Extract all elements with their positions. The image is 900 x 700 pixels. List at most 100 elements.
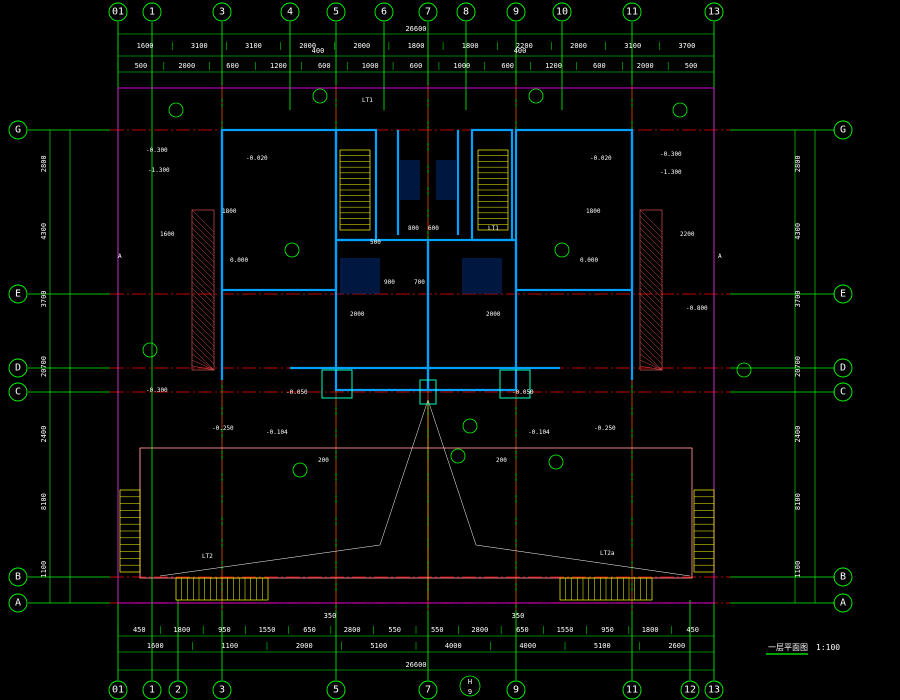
- dim-2200-right: 2200: [680, 231, 695, 238]
- dim-value: 2000: [299, 42, 316, 50]
- axis-label: D: [840, 363, 846, 374]
- axis-label: D: [15, 363, 21, 374]
- title-block: 一层平面图 1:100: [766, 643, 840, 655]
- dim-value: 2000: [637, 62, 654, 70]
- level-m0800-right: -0.800: [686, 305, 708, 312]
- label-lt1-right: LT1: [488, 225, 499, 232]
- dim-value: 4300: [794, 223, 802, 240]
- dim-value: 650: [303, 626, 316, 634]
- axis-bubble-top-11: 13: [704, 2, 724, 22]
- dim-value: 650: [516, 626, 529, 634]
- axis-label: C: [840, 387, 846, 398]
- axis-label: 1: [149, 685, 155, 696]
- axis-bubble-top-7: 8: [456, 2, 476, 22]
- dim-value: 5100: [370, 642, 387, 650]
- detail-callouts: [142, 88, 752, 478]
- axis-bubble-top-8: 9: [506, 2, 526, 22]
- axis-label: 9: [513, 685, 519, 696]
- axis-bubble-top-4: 5: [326, 2, 346, 22]
- axis-label: 12: [684, 685, 696, 696]
- dim-value: 3100: [245, 42, 262, 50]
- axis-label: G: [15, 125, 21, 136]
- dim-value: 2000: [353, 42, 370, 50]
- dim-value: 3700: [794, 290, 802, 307]
- axis-bubble-top-9: 10: [552, 2, 572, 22]
- axis-label: 13: [708, 7, 720, 18]
- drawing-title: 一层平面图: [768, 643, 808, 652]
- dim-value: 600: [410, 62, 423, 70]
- axis-label: A: [840, 598, 846, 609]
- dim-200-right: 200: [496, 457, 507, 464]
- dim-value: 4300: [40, 223, 48, 240]
- dim-value: 2800: [471, 626, 488, 634]
- dim-value: 3100: [191, 42, 208, 50]
- axis-label: 5: [333, 685, 339, 696]
- dim-400-right: 400: [514, 47, 527, 55]
- dim-value: 8100: [40, 493, 48, 510]
- dim-value: 1600: [147, 642, 164, 650]
- level-0000-left: 0.000: [230, 257, 248, 264]
- axis-bubble-bottom-5: 7: [418, 680, 438, 700]
- dim-value: 1550: [557, 626, 574, 634]
- dim-value: 2000: [296, 642, 313, 650]
- axis-bubble-left-1: E: [8, 284, 28, 304]
- dim-1800-left: 1800: [222, 208, 237, 215]
- dim-value: 1200: [270, 62, 287, 70]
- hatch-pattern: [191, 209, 663, 371]
- level-m0250-right: -0.250: [594, 425, 616, 432]
- label-lt2: LT2: [202, 553, 213, 560]
- total-width-top: 26600: [405, 25, 426, 33]
- axis-bubble-top-6: 7: [418, 2, 438, 22]
- axis-label: 7: [425, 685, 431, 696]
- dim-value: 1800: [408, 42, 425, 50]
- dim-value: 550: [388, 626, 401, 634]
- axis-bubble-bottom-7: 11: [622, 680, 642, 700]
- dim-value: 1100: [221, 642, 238, 650]
- dim-value: 950: [218, 626, 231, 634]
- axis-label: 4: [287, 7, 293, 18]
- axis-label: 3: [219, 685, 225, 696]
- room-fills: [340, 160, 502, 294]
- hatched-walls: [191, 209, 663, 371]
- dim-350-right: 350: [512, 612, 525, 620]
- dim-value: 600: [593, 62, 606, 70]
- dim-value: 600: [501, 62, 514, 70]
- dim-500: 500: [370, 239, 381, 246]
- dim-value: 500: [685, 62, 698, 70]
- axis-bubble-right-1: E: [833, 284, 853, 304]
- axis-a-left: A: [118, 253, 122, 260]
- axis-label: 9: [513, 7, 519, 18]
- dim-value: 20700: [794, 356, 802, 377]
- label-lt1-left: LT1: [362, 97, 373, 104]
- axis-bubble-left-4: B: [8, 567, 28, 587]
- dim-value: 1800: [462, 42, 479, 50]
- axis-bubble-bottom-9: 13: [704, 680, 724, 700]
- dim-1600-left: 1600: [160, 231, 175, 238]
- axis-label: 6: [381, 7, 387, 18]
- level-m0104-right: -0.104: [528, 429, 550, 436]
- axis-bubble-top-1: 1: [142, 2, 162, 22]
- diagonal-lines: [159, 399, 691, 600]
- dim-value: 450: [133, 626, 146, 634]
- axis-bubble-right-0: G: [833, 120, 853, 140]
- axis-label: 10: [556, 7, 568, 18]
- dim-value: 2200: [516, 42, 533, 50]
- axis-label: B: [15, 572, 21, 583]
- level-m0300-c: -0.300: [146, 387, 168, 394]
- axis-bubble-left-5: A: [8, 593, 28, 613]
- axis-bubble-top-2: 3: [212, 2, 232, 22]
- dim-value: 8100: [794, 493, 802, 510]
- dim-value: 2800: [40, 155, 48, 172]
- level-m0020-right: -0.020: [590, 155, 612, 162]
- dim-value: 3700: [678, 42, 695, 50]
- dim-value: 1000: [453, 62, 470, 70]
- axis-label: G: [840, 125, 846, 136]
- dim-value: 2800: [344, 626, 361, 634]
- axis-label: 01: [112, 7, 124, 18]
- dim-value: 1100: [794, 561, 802, 578]
